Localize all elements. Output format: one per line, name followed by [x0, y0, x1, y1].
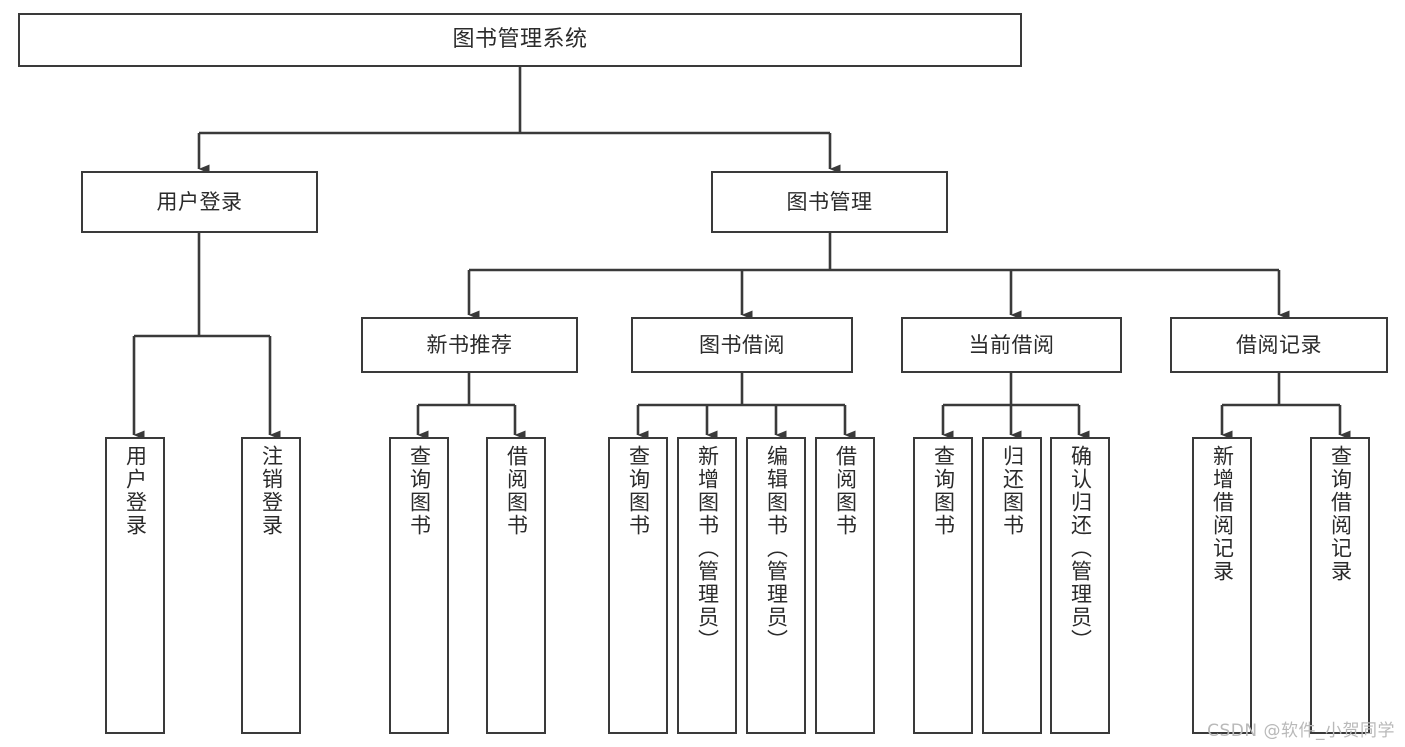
leaf-return-book[interactable]: 归还图书 — [982, 437, 1042, 734]
csdn-watermark: CSDN @软件_小贺同学 — [1207, 721, 1395, 741]
leaf-edit-book-admin[interactable]: 编辑图书（管理员） — [746, 437, 806, 734]
node-label: 确认归还（管理员） — [1068, 445, 1093, 652]
leaf-user-login[interactable]: 用户登录 — [105, 437, 165, 734]
leaf-confirm-return-admin[interactable]: 确认归还（管理员） — [1050, 437, 1110, 734]
node-label: 归还图书 — [1000, 445, 1025, 537]
leaf-borrow-book-recommend[interactable]: 借阅图书 — [486, 437, 546, 734]
node-book-management[interactable]: 图书管理 — [711, 171, 948, 233]
node-label: 新增借阅记录 — [1210, 445, 1235, 583]
leaf-logout[interactable]: 注销登录 — [241, 437, 301, 734]
leaf-add-book-admin[interactable]: 新增图书（管理员） — [677, 437, 737, 734]
node-label: 图书借阅 — [699, 332, 785, 357]
node-borrow-record[interactable]: 借阅记录 — [1170, 317, 1388, 373]
node-root-system[interactable]: 图书管理系统 — [18, 13, 1022, 67]
node-label: 当前借阅 — [968, 332, 1055, 357]
node-user-login[interactable]: 用户登录 — [81, 171, 318, 233]
node-book-borrow[interactable]: 图书借阅 — [631, 317, 853, 373]
node-label: 用户登录 — [123, 445, 148, 537]
leaf-add-borrow-record[interactable]: 新增借阅记录 — [1192, 437, 1252, 734]
node-label: 借阅记录 — [1236, 332, 1322, 357]
node-label: 查询借阅记录 — [1328, 445, 1353, 583]
node-label: 查询图书 — [407, 445, 432, 537]
leaf-query-book-borrow[interactable]: 查询图书 — [608, 437, 668, 734]
leaf-query-book-recommend[interactable]: 查询图书 — [389, 437, 449, 734]
node-label: 用户登录 — [156, 189, 243, 214]
node-label: 图书管理系统 — [452, 27, 588, 53]
node-new-book-recommend[interactable]: 新书推荐 — [361, 317, 578, 373]
node-label: 新书推荐 — [426, 332, 513, 357]
node-label: 新增图书（管理员） — [695, 445, 720, 652]
node-label: 借阅图书 — [833, 445, 858, 537]
node-current-borrow[interactable]: 当前借阅 — [901, 317, 1122, 373]
leaf-query-book-current[interactable]: 查询图书 — [913, 437, 973, 734]
leaf-borrow-book[interactable]: 借阅图书 — [815, 437, 875, 734]
node-label: 查询图书 — [626, 445, 651, 537]
node-label: 查询图书 — [931, 445, 956, 537]
leaf-query-borrow-record[interactable]: 查询借阅记录 — [1310, 437, 1370, 734]
node-label: 借阅图书 — [504, 445, 529, 537]
node-label: 图书管理 — [786, 189, 873, 214]
node-label: 注销登录 — [259, 445, 284, 537]
node-label: 编辑图书（管理员） — [764, 445, 789, 652]
